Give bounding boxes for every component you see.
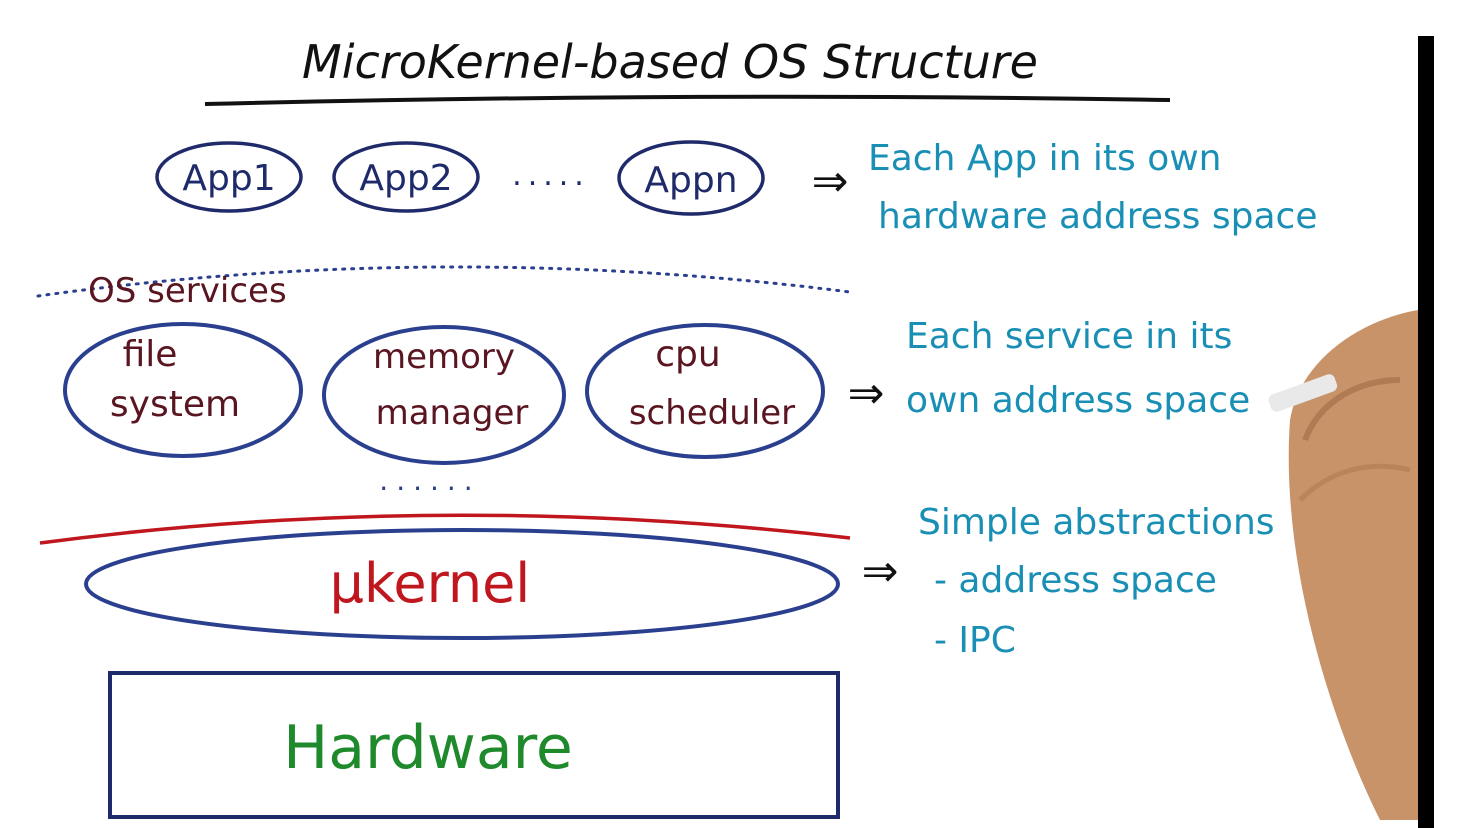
app-label-2: App2 bbox=[359, 158, 452, 199]
service-bubble-memory-manager: memory manager bbox=[322, 325, 566, 465]
title-underline bbox=[204, 94, 1171, 106]
hardware-box bbox=[108, 671, 840, 819]
apps-note-line1: Each App in its own bbox=[868, 138, 1222, 179]
services-ellipsis: ...... bbox=[379, 464, 480, 497]
kernel-note-line3: - IPC bbox=[934, 620, 1016, 661]
page-title: MicroKernel-based OS Structure bbox=[302, 35, 1038, 89]
app-label-1: App1 bbox=[182, 158, 275, 199]
service-memory-line1: memory bbox=[373, 337, 515, 377]
kernel-label: μkernel bbox=[330, 552, 531, 615]
kernel-ellipse bbox=[84, 528, 840, 640]
kernel-note-line1: Simple abstractions bbox=[918, 502, 1275, 543]
apps-ellipsis: ..... bbox=[512, 158, 590, 193]
service-file-line1: file bbox=[123, 334, 178, 375]
services-arrow: ⇒ bbox=[848, 368, 885, 419]
os-services-label: OS services bbox=[88, 271, 287, 311]
service-cpu-line2: scheduler bbox=[629, 393, 795, 433]
service-cpu-line1: cpu bbox=[655, 334, 720, 375]
presenter-hand-illustration bbox=[1268, 310, 1418, 820]
right-edge-bar bbox=[1418, 36, 1434, 828]
app-label-n: Appn bbox=[644, 160, 737, 201]
service-bubble-file-system: file system bbox=[63, 322, 303, 458]
app-bubble-2: App2 bbox=[332, 141, 480, 213]
os-services-dotted-boundary bbox=[36, 265, 852, 298]
apps-note-line2: hardware address space bbox=[878, 196, 1318, 237]
kernel-note-line2: - address space bbox=[934, 560, 1217, 601]
top-strip bbox=[0, 0, 1460, 36]
service-bubble-cpu-scheduler: cpu scheduler bbox=[585, 323, 825, 459]
app-bubble-n: Appn bbox=[617, 140, 765, 216]
app-bubble-1: App1 bbox=[155, 141, 303, 213]
services-note-line2: own address space bbox=[906, 380, 1250, 421]
service-memory-line2: manager bbox=[376, 393, 529, 433]
kernel-boundary-line bbox=[39, 513, 851, 545]
services-note-line1: Each service in its bbox=[906, 316, 1232, 357]
hardware-label: Hardware bbox=[283, 713, 573, 783]
kernel-arrow: ⇒ bbox=[862, 546, 899, 597]
service-file-line2: system bbox=[110, 384, 240, 425]
apps-arrow: ⇒ bbox=[812, 156, 849, 207]
